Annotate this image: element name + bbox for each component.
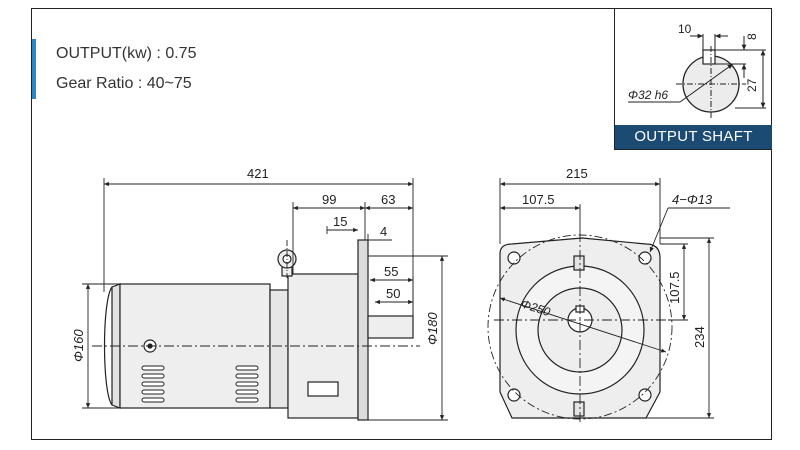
shaft-section-drawing bbox=[628, 33, 766, 118]
half-width-label: 107.5 bbox=[522, 192, 555, 207]
mounting-holes-label: 4−Φ13 bbox=[672, 192, 713, 207]
output-shaft-panel: OUTPUT SHAFT bbox=[614, 9, 772, 150]
front-view-dimensions bbox=[487, 178, 730, 424]
output-power-label: OUTPUT(kw) : 0.75 bbox=[56, 45, 197, 62]
drawing-frame: OUTPUT(kw) : 0.75 Gear Ratio : 40~75 OUT… bbox=[31, 8, 772, 440]
shaft-height-label: 27 bbox=[745, 78, 759, 92]
spec-block: OUTPUT(kw) : 0.75 Gear Ratio : 40~75 bbox=[32, 39, 196, 99]
dim-4-label: 4 bbox=[380, 224, 387, 239]
dim-55-label: 55 bbox=[384, 264, 398, 279]
width-total-label: 215 bbox=[566, 166, 588, 181]
length-total-label: 421 bbox=[247, 166, 269, 181]
height-total-label: 234 bbox=[692, 326, 707, 348]
dia-160-label: Φ160 bbox=[71, 329, 86, 362]
dim-15-label: 15 bbox=[333, 214, 347, 229]
side-view-dimensions bbox=[82, 178, 448, 421]
cooling-slots bbox=[141, 365, 259, 403]
shaft-key-width-label: 10 bbox=[678, 22, 692, 36]
output-shaft-title: OUTPUT SHAFT bbox=[615, 125, 772, 149]
gear-ratio-label: Gear Ratio : 40~75 bbox=[56, 75, 192, 92]
dim-63-label: 63 bbox=[381, 192, 395, 207]
dia-180-label: Φ180 bbox=[425, 312, 440, 345]
shaft-key-depth-label: 8 bbox=[745, 33, 759, 40]
dim-99-label: 99 bbox=[322, 192, 336, 207]
dim-50-label: 50 bbox=[386, 286, 400, 301]
half-height-label: 107.5 bbox=[667, 271, 682, 304]
shaft-diameter-label: Φ32 h6 bbox=[628, 88, 668, 102]
